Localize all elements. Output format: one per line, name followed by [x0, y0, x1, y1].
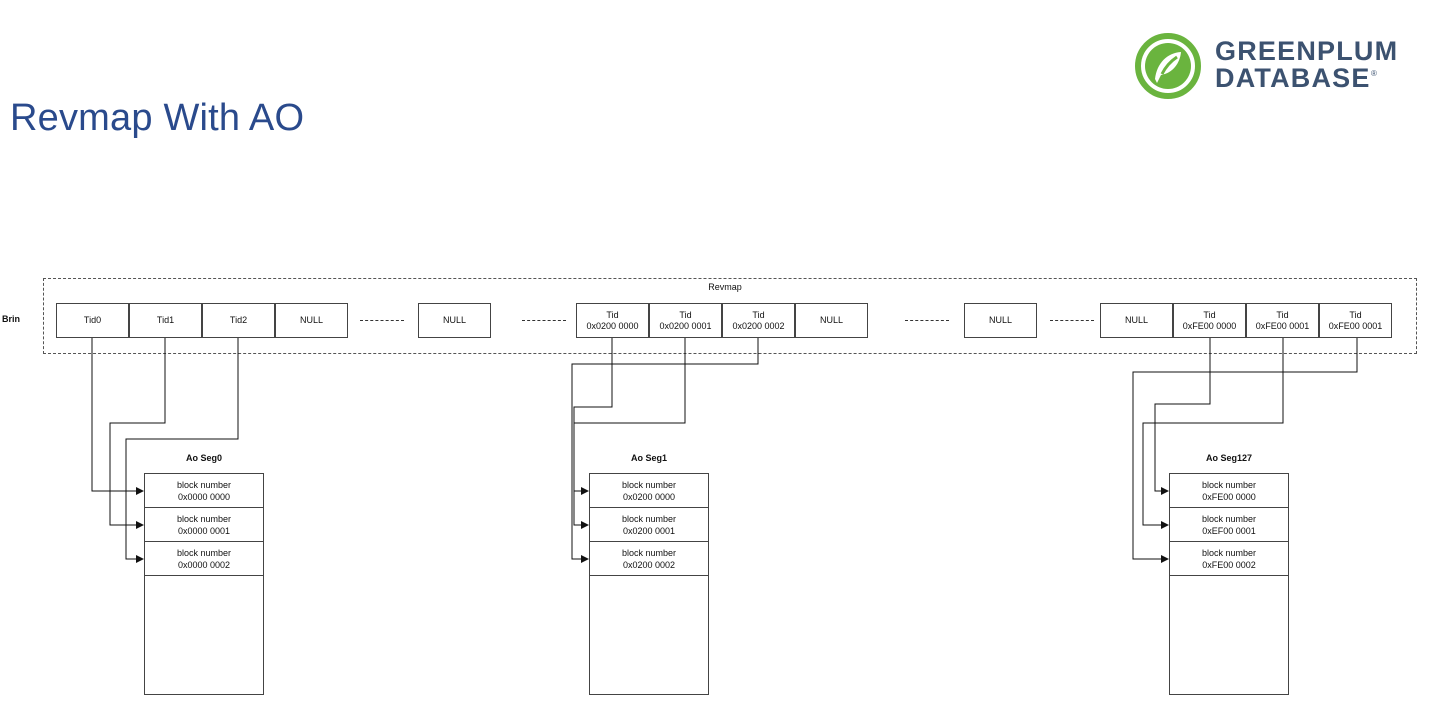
pointer-line: [109, 338, 166, 529]
logo-wordmark: GREENPLUM DATABASE: [1215, 38, 1398, 92]
ellipsis-separator: [360, 320, 404, 321]
ao-segment-0: block number 0x0000 0000 block number 0x…: [144, 473, 264, 695]
revmap-cell-tid: Tid 0xFE00 0001: [1319, 303, 1392, 338]
greenplum-leaf-icon: [1135, 33, 1201, 99]
pointer-line: [573, 338, 613, 495]
revmap-cell-tid: Tid 0xFE00 0001: [1246, 303, 1319, 338]
pointer-line: [125, 338, 239, 563]
page-title: Revmap With AO: [10, 97, 305, 139]
revmap-frame: [43, 278, 1417, 354]
pointer-line: [1132, 338, 1358, 563]
revmap-cell-tid1: Tid1: [129, 303, 202, 338]
logo-line-1: GREENPLUM: [1215, 36, 1399, 66]
revmap-cell-tid: Tid 0xFE00 0000: [1173, 303, 1246, 338]
block-entry: block number 0x0000 0002: [144, 541, 264, 576]
revmap-cell-tid2: Tid2: [202, 303, 275, 338]
segment-title: Ao Seg1: [630, 453, 667, 463]
revmap-cell-tid: Tid 0x0200 0000: [576, 303, 649, 338]
revmap-cell-null: NULL: [1100, 303, 1173, 338]
brin-label: Brin: [2, 314, 20, 324]
revmap-cell-tid0: Tid0: [56, 303, 129, 338]
revmap-cell-null: NULL: [275, 303, 348, 338]
logo-line-2: DATABASE: [1215, 63, 1371, 93]
pointer-line: [91, 338, 144, 495]
pointer-line: [573, 338, 686, 529]
registered-mark: ®: [1371, 69, 1377, 78]
pointer-line: [571, 338, 759, 563]
revmap-cell-null: NULL: [418, 303, 491, 338]
ao-segment-127: block number 0xFE00 0000 block number 0x…: [1169, 473, 1289, 695]
ellipsis-separator: [522, 320, 566, 321]
ao-segment-1: block number 0x0200 0000 block number 0x…: [589, 473, 709, 695]
revmap-cell-tid: Tid 0x0200 0001: [649, 303, 722, 338]
pointer-line: [1154, 338, 1211, 495]
segment-title: Ao Seg127: [1205, 453, 1253, 463]
block-entry: block number 0xFE00 0002: [1169, 541, 1289, 576]
revmap-cell-null: NULL: [795, 303, 868, 338]
ellipsis-separator: [1050, 320, 1094, 321]
revmap-label: Revmap: [708, 282, 742, 292]
pointer-line: [1142, 338, 1284, 529]
segment-title: Ao Seg0: [185, 453, 222, 463]
revmap-cell-null: NULL: [964, 303, 1037, 338]
block-entry: block number 0x0200 0002: [589, 541, 709, 576]
greenplum-logo: GREENPLUM DATABASE ®: [1135, 33, 1405, 103]
revmap-cell-tid: Tid 0x0200 0002: [722, 303, 795, 338]
ellipsis-separator: [905, 320, 949, 321]
